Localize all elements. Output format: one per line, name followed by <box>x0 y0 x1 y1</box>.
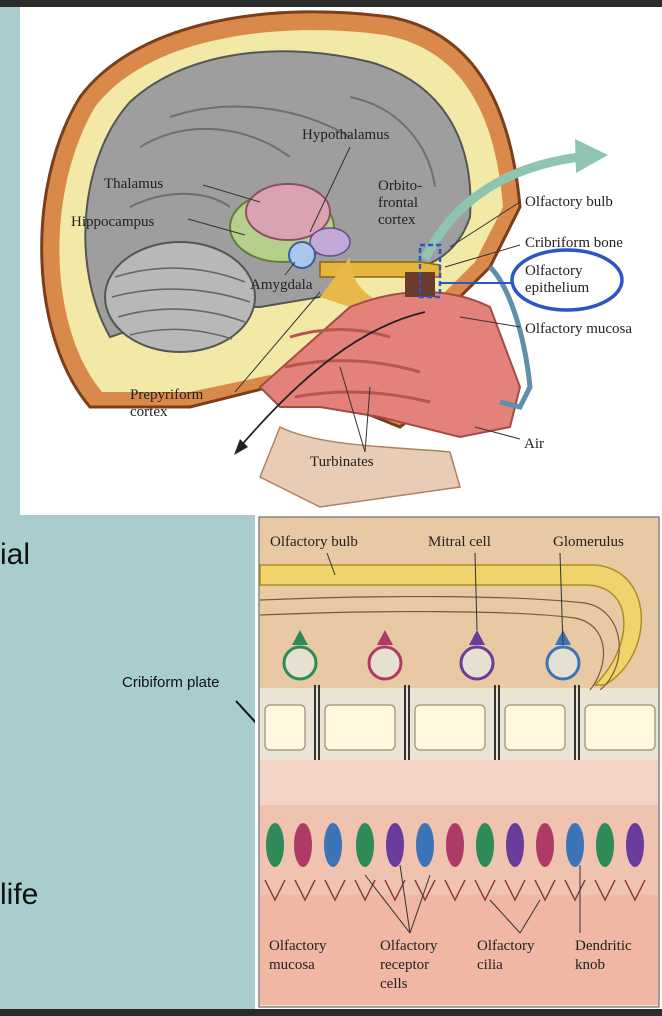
air-flow-arrow <box>239 311 426 448</box>
detail-label-mitral: Mitral cell <box>428 534 491 550</box>
label-prepyriform-1: Prepyriform <box>130 387 204 403</box>
detail-label-cilia-2: cilia <box>477 957 503 973</box>
detail-label-bulb: Olfactory bulb <box>270 534 358 550</box>
mucus-layer <box>260 895 658 1005</box>
oral-region <box>259 425 461 508</box>
mitral-cell-1 <box>292 630 308 645</box>
glomerulus-2 <box>367 645 403 681</box>
detail-label-knob-1: Dendritic <box>575 938 632 954</box>
air-flow-arrowhead <box>234 439 248 455</box>
label-hypothalamus: Hypothalamus <box>302 127 390 143</box>
detail-label-mucosa-1: Olfactory <box>269 938 327 954</box>
slide-text-fragment-2: life <box>0 878 39 911</box>
receptor-cell-row <box>266 823 644 867</box>
slide-text-fragment-1: ial <box>0 538 31 571</box>
label-amygdala: Amygdala <box>250 277 313 293</box>
glomerulus-4 <box>545 645 581 681</box>
mitral-cell-2 <box>377 630 393 645</box>
glomerulus-3 <box>459 645 495 681</box>
detail-label-receptor-3: cells <box>380 976 408 992</box>
glomerulus-1 <box>282 645 318 681</box>
label-thalamus: Thalamus <box>104 176 163 192</box>
cribiform-plate-caption: Cribiform plate <box>122 674 220 691</box>
cerebellum-folia <box>111 267 251 340</box>
head-sagittal-diagram: Hypothalamus Thalamus Orbito- frontal co… <box>20 7 662 515</box>
cilia <box>264 879 646 902</box>
prepyriform-area <box>320 257 380 307</box>
bulb-layer-line-2 <box>259 610 605 691</box>
bulb-layer-line <box>259 595 620 691</box>
detail-label-mucosa-2: mucosa <box>269 957 315 973</box>
label-turbinates: Turbinates <box>310 454 374 470</box>
label-hippocampus: Hippocampus <box>71 214 154 230</box>
label-prepyriform-2: cortex <box>130 404 168 420</box>
label-orbitofrontal-2: frontal <box>378 195 418 211</box>
lamina-propria <box>260 760 658 805</box>
amygdala-structure <box>288 241 316 269</box>
caption-pointer-line <box>235 700 259 726</box>
label-orbitofrontal-1: Orbito- <box>378 178 422 194</box>
olfactory-detail-diagram: Olfactory bulb Mitral cell Glomerulus Ol… <box>255 515 662 1009</box>
label-cribriform-bone: Cribriform bone <box>525 235 623 251</box>
label-olfactory-mucosa: Olfactory mucosa <box>525 321 632 337</box>
brain-gyri <box>129 96 436 208</box>
epithelium-highlight-circle <box>510 248 624 312</box>
mitral-cell-row <box>282 630 581 681</box>
detail-label-knob-2: knob <box>575 957 605 973</box>
epithelium-highlight-box <box>418 243 442 299</box>
bottom-frame-bar <box>0 1009 662 1016</box>
detail-label-glomerulus: Glomerulus <box>553 534 624 550</box>
label-olfactory-bulb: Olfactory bulb <box>525 194 613 210</box>
thalamus-structure <box>245 183 331 241</box>
label-epithelium-2: epithelium <box>525 280 589 296</box>
detail-leader-lines <box>326 552 581 934</box>
bulb-region-bg <box>260 518 658 688</box>
signal-arrow-head <box>575 139 608 173</box>
detail-label-receptor-2: receptor <box>380 957 429 973</box>
label-leader-lines <box>187 146 521 453</box>
bone-blocks <box>264 704 656 751</box>
detail-label-cilia-1: Olfactory <box>477 938 535 954</box>
label-epithelium-1: Olfactory <box>525 263 583 279</box>
cerebellum <box>104 241 256 353</box>
hypothalamus-structure <box>309 227 351 257</box>
top-frame-bar <box>0 0 662 7</box>
mitral-cell-3 <box>469 630 485 645</box>
turbinates-structure <box>284 328 431 404</box>
label-orbitofrontal-3: cortex <box>378 212 416 228</box>
signal-arrow-shaft <box>420 152 581 261</box>
label-air: Air <box>524 436 544 452</box>
detail-label-receptor-1: Olfactory <box>380 938 438 954</box>
